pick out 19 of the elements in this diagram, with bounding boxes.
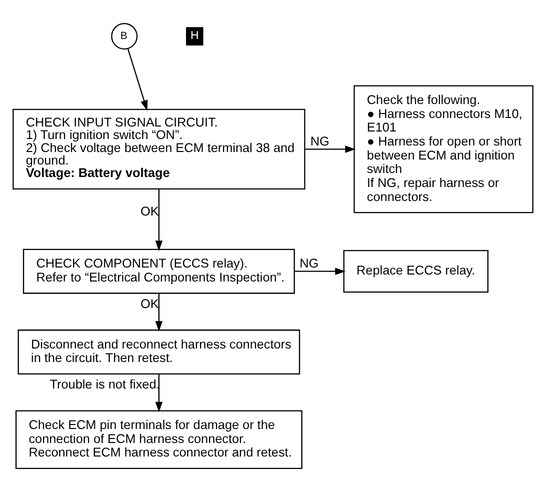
arrow (127, 48, 148, 111)
arrow (294, 268, 346, 275)
node-box: Replace ECCS relay. (343, 250, 488, 293)
arrow (305, 146, 356, 153)
edge-label: NG (310, 134, 330, 149)
label: H (190, 30, 199, 42)
node-circle: B (111, 23, 138, 50)
node-box: Disconnect and reconnect harness connectors in the circuit. Then retest. (18, 330, 300, 374)
edge-label: NG (300, 256, 319, 271)
node-box: Check ECM pin terminals for damage or the connection of ECM harness connector. Reconnect ECM harness connector and retest. (15, 410, 302, 469)
node-box: Check the following. ● Harness connectors M10, E101 ● Harness for open or short between ECM and ignition switch If NG, repair harness or connectors. (354, 85, 534, 214)
edge-label: Trouble is not fixed. (50, 378, 160, 392)
arrow (155, 374, 163, 412)
arrow (155, 189, 163, 251)
edge-label: OK (140, 297, 159, 312)
node-box: CHECK INPUT SIGNAL CIRCUIT. 1) Turn ignition switch “ON”. 2) Check voltage between ECM terminal 38 and ground. Voltage: Battery voltage (12, 108, 306, 190)
arrow (155, 294, 163, 332)
edge-label: OK (140, 204, 159, 219)
node-box: CHECK COMPONENT (ECCS relay). Refer to “Electrical Components Inspection”. (22, 248, 295, 294)
